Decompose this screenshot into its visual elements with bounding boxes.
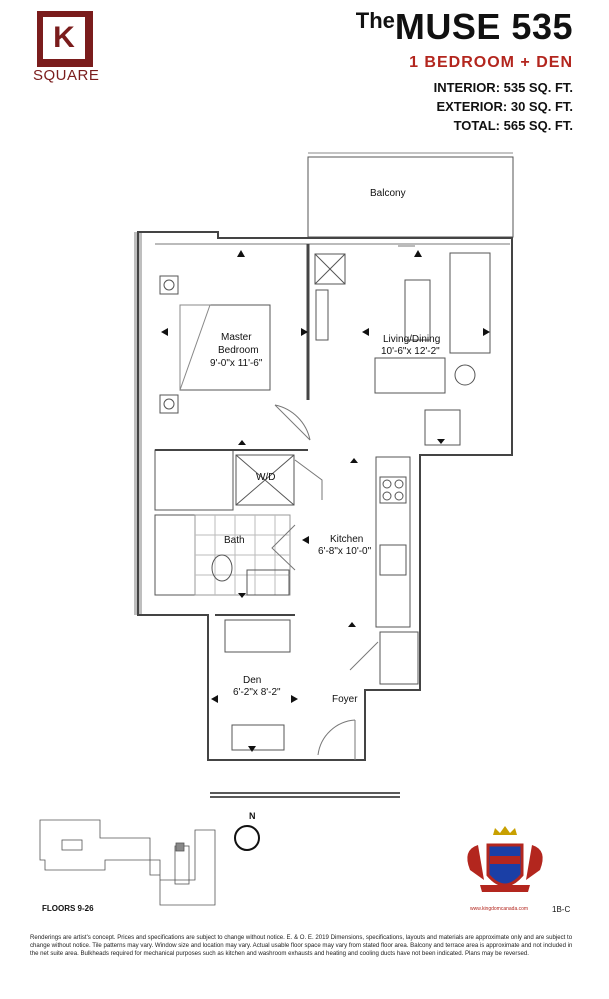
- wd-label: W/D: [256, 472, 276, 483]
- page-title: TheMUSE 535: [356, 6, 573, 48]
- foyer-label: Foyer: [332, 694, 358, 705]
- den-sofa: [224, 619, 291, 653]
- foyer-closet: [379, 631, 419, 685]
- disclaimer: Renderings are artist's concept. Prices …: [30, 934, 573, 958]
- media-unit: [315, 289, 329, 341]
- title-prefix: The: [355, 8, 395, 33]
- bathtub: [154, 514, 196, 596]
- kitchen-label: Kitchen: [330, 534, 364, 545]
- logo-inner: K: [43, 17, 85, 59]
- total-area: TOTAL: 565 SQ. FT.: [453, 118, 573, 133]
- nightstand-2: [159, 394, 179, 414]
- area-summary: INTERIOR: 535 SQ. FT. EXTERIOR: 30 SQ. F…: [434, 78, 573, 135]
- master-bedroom-label-2: Bedroom: [218, 345, 259, 356]
- coffee-table: [404, 279, 431, 341]
- den-desk: [231, 724, 285, 751]
- crest-url: www.kingdomcanada.com: [470, 906, 529, 912]
- plan-code: 1B-C: [552, 905, 571, 914]
- k-square-logo: K: [37, 11, 93, 67]
- side-table: [454, 364, 476, 386]
- nightstand-1: [159, 275, 179, 295]
- unit-type: 1 BEDROOM + DEN: [409, 54, 573, 71]
- closet: [154, 449, 234, 511]
- washer-dryer: [235, 454, 295, 506]
- master-bedroom-label: Master: [221, 332, 252, 343]
- balcony-label: Balcony: [370, 188, 406, 199]
- dining-table: [424, 409, 461, 446]
- outer-wall: [137, 231, 513, 761]
- north-label: N: [249, 811, 256, 821]
- toilet: [211, 554, 233, 582]
- living-dining-label: Living/Dining: [383, 334, 441, 345]
- kitchen-dimensions: 6'-8"x 10'-0": [318, 546, 372, 557]
- logo-letter: K: [53, 21, 75, 54]
- title-name: MUSE 535: [394, 6, 573, 47]
- interior-area: INTERIOR: 535 SQ. FT.: [433, 80, 573, 95]
- key-plan: [39, 819, 216, 906]
- den-dimensions: 6'-2"x 8'-2": [233, 687, 281, 698]
- north-arrow: [234, 823, 260, 853]
- mech-shaft: [314, 253, 346, 285]
- sofa: [449, 252, 491, 354]
- floors-label: FLOORS 9-26: [42, 904, 94, 913]
- vanity: [246, 569, 290, 596]
- bath-label: Bath: [224, 535, 245, 546]
- balcony-outline: [307, 156, 514, 238]
- master-bedroom-dimensions: 9'-0"x 11'-6": [210, 358, 263, 369]
- kitchen-counter: [375, 456, 411, 628]
- armchair: [374, 357, 446, 394]
- logo-word: SQUARE: [33, 67, 100, 84]
- exterior-area: EXTERIOR: 30 SQ. FT.: [436, 99, 573, 114]
- living-dining-dimensions: 10'-6"x 12'-2": [381, 346, 440, 357]
- kingdom-crest: [467, 826, 543, 892]
- den-label: Den: [243, 675, 262, 686]
